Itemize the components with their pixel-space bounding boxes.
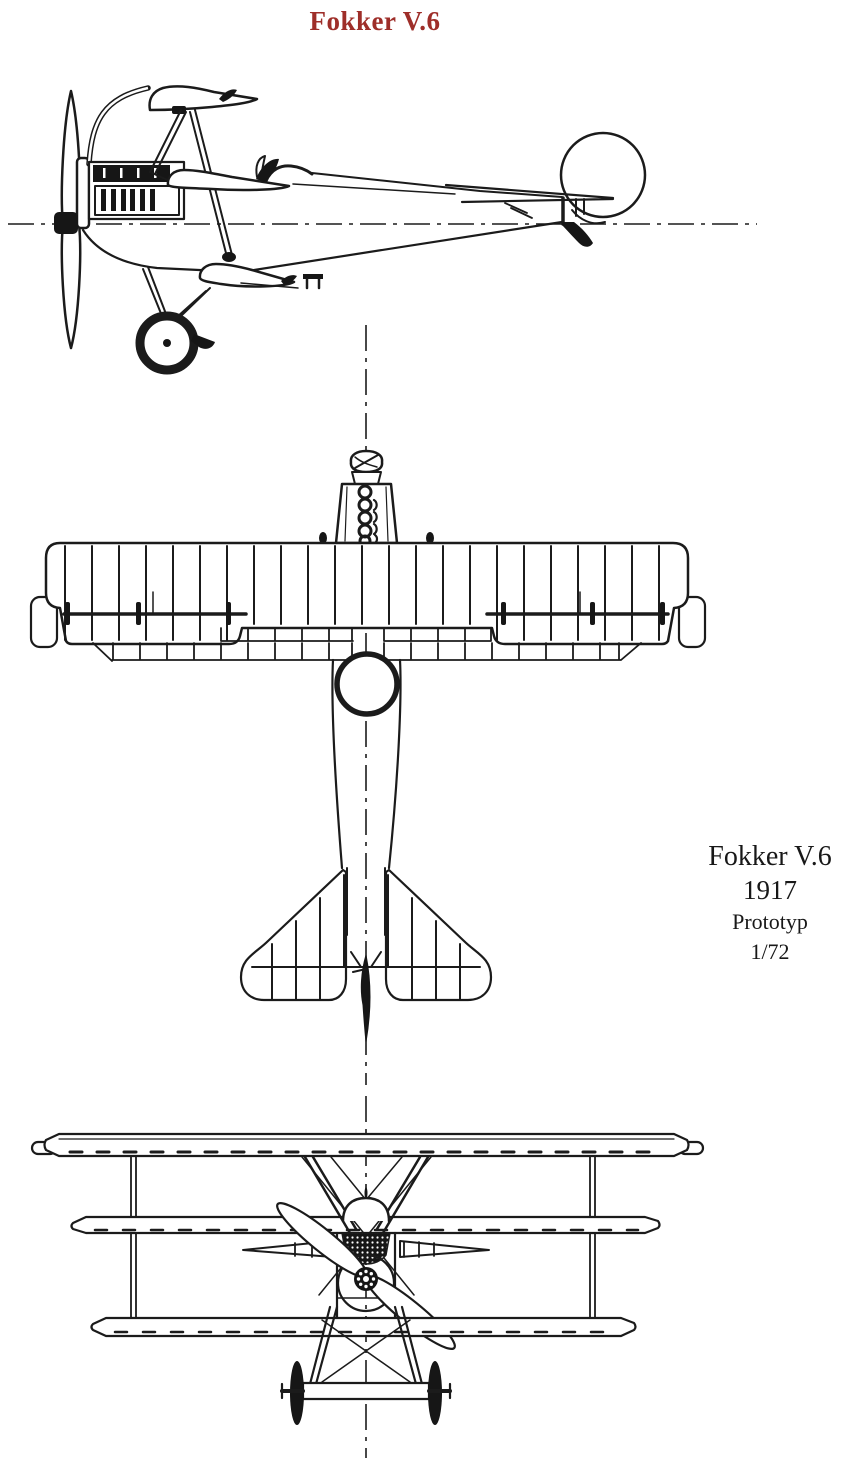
landing-gear-front <box>308 1305 424 1386</box>
top-view <box>29 325 707 1085</box>
fuselage-top-line <box>311 172 563 198</box>
spinner-top <box>351 471 382 485</box>
lowerwing-horn <box>281 275 297 285</box>
prop-shaft-tip <box>364 1186 368 1200</box>
tail-side <box>444 131 647 247</box>
aileron-horn-balance-right <box>677 595 707 649</box>
rudder-side <box>559 131 647 219</box>
page-title: Fokker V.6 <box>309 6 441 36</box>
cabane-struts-front <box>301 1155 432 1296</box>
aileron-control-rods <box>62 591 670 625</box>
landing-gear-struts-side <box>142 266 211 318</box>
louver-panel <box>94 185 180 216</box>
axle-fairing <box>301 1381 431 1401</box>
strut-fitting <box>222 252 236 262</box>
exhaust-pipe <box>86 85 151 167</box>
aileron-horn-balance-left <box>29 595 59 649</box>
engine-cylinders <box>357 484 373 548</box>
info-aircraft-name: Fokker V.6 <box>708 841 832 872</box>
nose-top <box>334 449 399 548</box>
foot-step <box>303 274 323 279</box>
fuselage-sides-plan <box>331 658 402 870</box>
prop-hub-side <box>54 212 78 234</box>
middle-wing-side <box>166 168 291 192</box>
rudder-edge-on <box>360 954 371 1043</box>
tail-skid <box>561 222 593 247</box>
midwing-horn <box>256 158 279 182</box>
propeller-hub-front <box>354 1267 378 1291</box>
gun-breech-left <box>319 532 327 544</box>
belly-line <box>240 282 299 289</box>
wing-fitting <box>172 106 186 114</box>
info-block: Fokker V.6 1917 Prototyp 1/72 <box>690 840 843 967</box>
spinner-dome <box>341 1196 391 1223</box>
tailplane-ribs <box>271 874 461 1000</box>
info-year: 1917 <box>743 875 797 905</box>
bottom-wing-front <box>90 1316 637 1338</box>
nose-post <box>75 156 91 230</box>
info-variant: Prototyp <box>732 909 808 934</box>
lower-wing-side <box>198 262 296 288</box>
info-scale: 1/72 <box>750 939 790 964</box>
top-wing-ribs <box>64 545 660 641</box>
interplane-struts <box>130 1155 596 1319</box>
side-view <box>8 85 757 375</box>
engine-cowling-side <box>87 160 186 221</box>
front-view <box>30 1096 705 1458</box>
bottomwing-visible-band <box>92 642 642 662</box>
top-wing-side <box>148 85 259 112</box>
tailskid-plan <box>350 951 382 973</box>
wheel-hub <box>163 339 171 347</box>
cowl-ring-front <box>336 1253 396 1313</box>
gun-breech-right <box>426 532 434 544</box>
wheel-mudflap <box>191 334 215 349</box>
midwing-visible-band <box>220 627 492 642</box>
tailplane-side <box>444 183 615 204</box>
cockpit-opening <box>334 651 400 717</box>
aileron-horn-side <box>219 89 237 102</box>
fuselage-bottom-line <box>81 220 564 274</box>
deck-line <box>292 183 456 195</box>
tailplane-plan <box>239 867 493 1002</box>
